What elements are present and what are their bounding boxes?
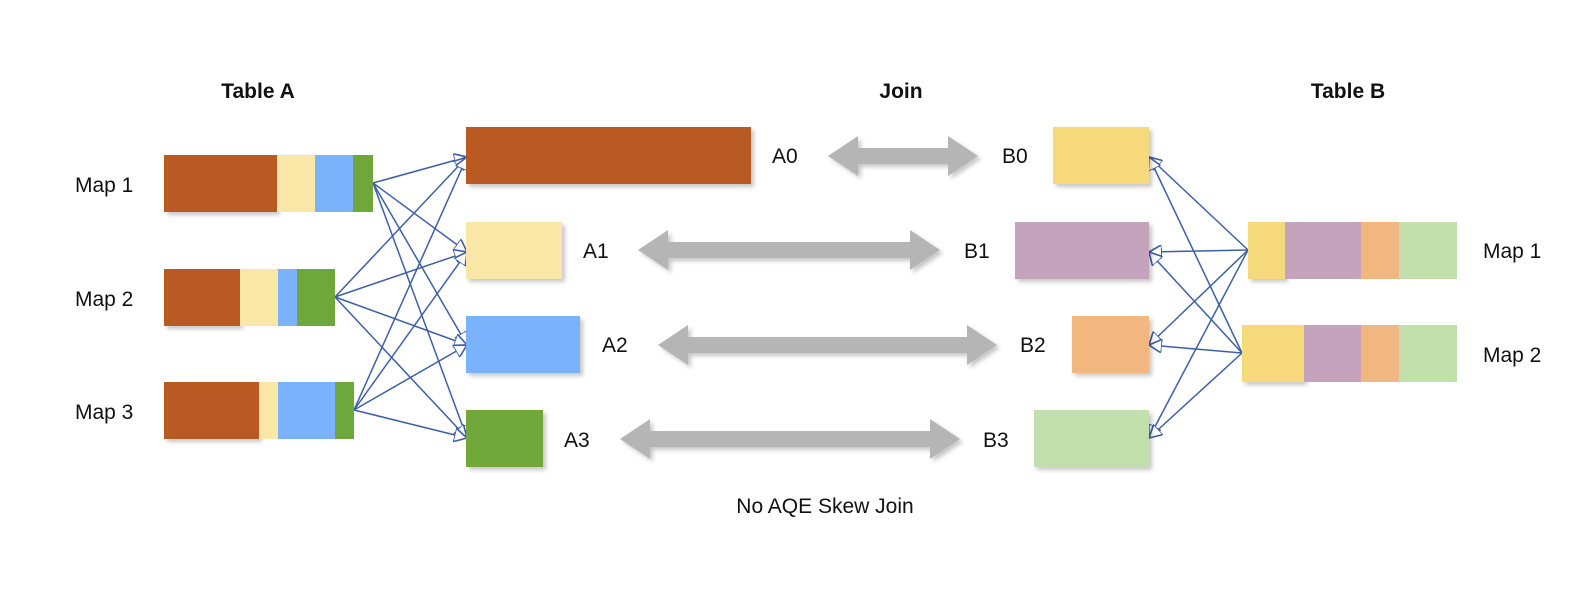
table-b-shuffle-line-0-3 (1149, 249, 1249, 438)
table-b-shuffle-line-0-1 (1149, 250, 1249, 252)
table-a-map-1-seg-0 (164, 155, 277, 212)
table-a-map-2: Map 2 (75, 269, 335, 326)
table-a-map-2-seg-0 (164, 269, 240, 326)
table-b-map-1: Map 1 (1248, 222, 1541, 279)
table-a-map-3-seg-2 (278, 382, 335, 439)
table-a-map-1-seg-2 (315, 155, 353, 212)
partition-b2 (1072, 316, 1149, 373)
table-a-shuffle-line-1-2 (334, 296, 467, 345)
table-a-map-3-seg-0 (164, 382, 259, 439)
table-b-map-2-seg-3 (1399, 325, 1457, 382)
partition-b0-label: B0 (1002, 145, 1028, 168)
partition-a1 (466, 222, 562, 279)
table-a-map-2-seg-1 (240, 269, 278, 326)
table-b-map-2-seg-2 (1361, 325, 1399, 382)
join-arrow-3 (620, 419, 960, 459)
table-b-shuffle-line-1-3 (1149, 352, 1243, 438)
table-b-map-1-seg-3 (1399, 222, 1457, 279)
table-b-shuffle-line-0-0 (1149, 157, 1249, 251)
partition-a3-label: A3 (564, 429, 590, 452)
table-a-map-3-seg-1 (259, 382, 278, 439)
table-a-map-label: Map 1 (75, 174, 133, 197)
table-a-shuffle-line-2-3 (353, 409, 467, 438)
partition-a1-label: A1 (583, 240, 609, 263)
table-a-map-1: Map 1 (75, 155, 373, 212)
diagram-caption: No AQE Skew Join (736, 495, 913, 518)
join-header: Join (879, 80, 922, 103)
table-b-map-2-seg-1 (1304, 325, 1361, 382)
table-b-shuffle-line-0-2 (1149, 249, 1249, 345)
partition-a0 (466, 127, 751, 184)
table-a-map-1-seg-1 (277, 155, 315, 212)
table-b-map-label: Map 2 (1483, 344, 1541, 367)
table-a-map-label: Map 2 (75, 288, 133, 311)
partition-a0-label: A0 (772, 145, 798, 168)
table-a-shuffle-line-1-0 (334, 157, 467, 298)
table-a-map-label: Map 3 (75, 401, 133, 424)
table-a-map-2-seg-3 (297, 269, 335, 326)
table-b-map-2-seg-0 (1242, 325, 1304, 382)
partition-b3-label: B3 (983, 429, 1009, 452)
table-a-shuffle-line-1-1 (334, 252, 467, 298)
table-a-map-3-seg-3 (335, 382, 354, 439)
table-a-map-3: Map 3 (75, 382, 354, 439)
table-b-shuffle-line-1-2 (1149, 345, 1243, 354)
table-a-shuffle-line-2-0 (353, 157, 467, 411)
table-a-shuffle-lines (334, 157, 467, 438)
table-a-shuffle-line-0-1 (372, 182, 467, 252)
partition-b2-label: B2 (1020, 334, 1046, 357)
table-b-map-1-seg-0 (1248, 222, 1285, 279)
table-a-shuffle-line-2-1 (353, 252, 467, 411)
table-a-shuffle-line-0-0 (372, 157, 467, 184)
partition-a2-label: A2 (602, 334, 628, 357)
table-a-map-1-seg-3 (353, 155, 373, 212)
table-b-map-2: Map 2 (1242, 325, 1541, 382)
table-a-shuffle-line-2-2 (353, 345, 467, 411)
table-b-map-label: Map 1 (1483, 240, 1541, 263)
table-b-shuffle-line-1-1 (1149, 252, 1243, 354)
table-a-header: Table A (221, 80, 295, 103)
table-b-map-1-seg-1 (1285, 222, 1361, 279)
table-b-header: Table B (1311, 80, 1385, 103)
table-a-map-2-seg-2 (278, 269, 297, 326)
join-arrow-2 (658, 325, 997, 365)
table-b-map-1-seg-2 (1361, 222, 1399, 279)
partition-a3 (466, 410, 543, 467)
partition-a2 (466, 316, 580, 373)
partition-b1 (1015, 222, 1149, 279)
table-b-shuffle-lines (1149, 157, 1249, 438)
table-a-shuffle-line-0-3 (372, 182, 467, 438)
table-b-shuffle-line-1-0 (1149, 157, 1243, 354)
partition-b1-label: B1 (964, 240, 990, 263)
table-a-shuffle-line-1-3 (334, 296, 467, 438)
partition-b3 (1034, 410, 1149, 467)
partition-b0 (1053, 127, 1149, 184)
join-arrow-1 (638, 230, 940, 270)
join-arrow-0 (828, 136, 978, 176)
